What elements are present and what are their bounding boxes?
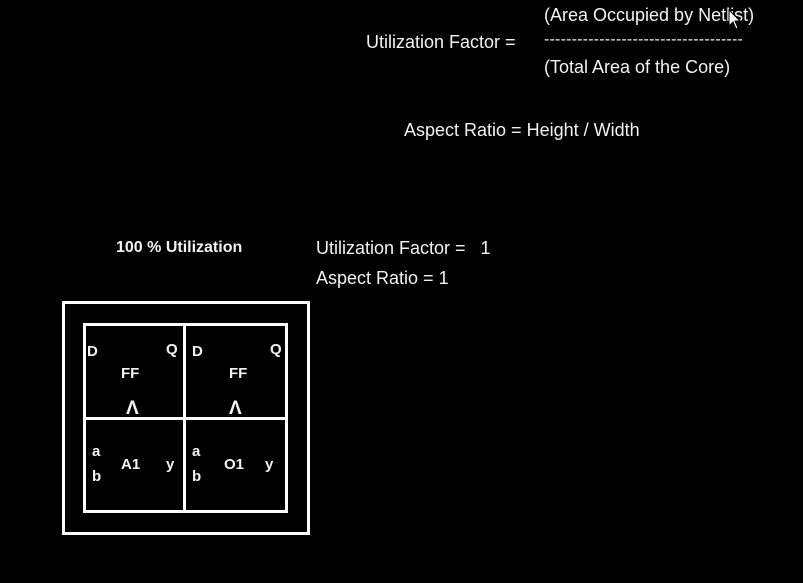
ff-left-d-pin: D <box>87 343 98 360</box>
and-gate-input-a: a <box>92 443 101 460</box>
ff-left-q-pin: Q <box>166 341 178 358</box>
ff-right-label: FF <box>229 365 248 382</box>
ff-right-clock-icon: Λ <box>229 398 242 419</box>
or-gate-input-a: a <box>192 443 201 460</box>
aspect-ratio-formula: Aspect Ratio = Height / Width <box>404 120 640 140</box>
example-utilization-factor: Utilization Factor = 1 <box>316 238 491 258</box>
or-gate-label: O1 <box>224 456 245 473</box>
example-heading: 100 % Utilization <box>116 239 243 256</box>
formula-denominator: (Total Area of the Core) <box>544 57 731 77</box>
and-gate-output-y: y <box>166 456 175 473</box>
formula-numerator: (Area Occupied by Netlist) <box>544 5 755 25</box>
ff-right-d-pin: D <box>192 343 203 360</box>
or-gate-input-b: b <box>192 468 202 485</box>
ff-right-q-pin: Q <box>270 341 282 358</box>
and-gate-input-b: b <box>92 468 102 485</box>
cell-divider-horizontal <box>83 417 288 420</box>
formula-divider: ------------------------------------ <box>544 31 744 48</box>
mouse-cursor-icon <box>728 9 742 30</box>
and-gate-label: A1 <box>121 456 141 473</box>
ff-left-label: FF <box>121 365 140 382</box>
die-boundary <box>62 301 310 535</box>
example-aspect-ratio: Aspect Ratio = 1 <box>316 268 449 288</box>
ff-left-clock-icon: Λ <box>126 398 139 419</box>
formula-label: Utilization Factor = <box>366 32 516 52</box>
or-gate-output-y: y <box>265 456 274 473</box>
